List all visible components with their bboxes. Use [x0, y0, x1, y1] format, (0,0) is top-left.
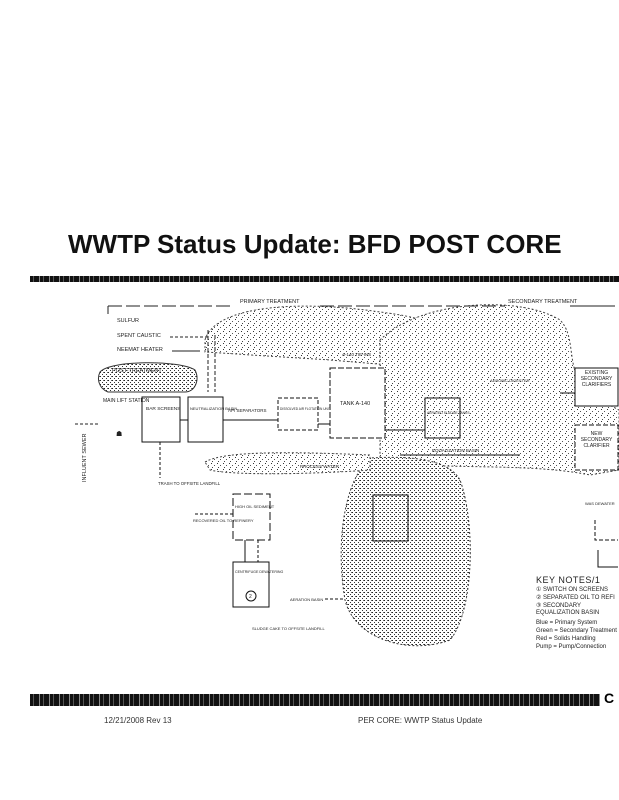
legend-text: Solids Handling: [553, 636, 596, 642]
unit-equalization: EQUALIZATION BASIN: [432, 448, 479, 453]
unit-tank: TANK A-140: [340, 401, 370, 407]
title-divider: [30, 276, 619, 282]
unit-aerobic: AEROBIC DIGESTER: [490, 378, 530, 383]
unit-daf: DISSOLVED AIR FLOTATION UNITS: [280, 407, 333, 411]
input-sulfur: SULFUR: [117, 318, 139, 324]
highlight-zone-post: [98, 362, 198, 393]
legend-text: Primary System: [554, 620, 598, 626]
footer-bar: [30, 694, 600, 706]
pump-icon: ☗: [116, 430, 122, 438]
box-aerated: [424, 397, 461, 439]
process-flow-diagram: PRIMARY TREATMENT SECONDARY TREATMENT SU…: [75, 299, 619, 647]
legend-text: Pump/Connection: [558, 644, 607, 650]
unit-neutralization: NEUTRALIZATION BASIN: [190, 406, 237, 411]
highlight-zone-lower: [204, 452, 371, 475]
unit-aeration: AERATION BASIN: [290, 597, 323, 602]
key-note-text: SECONDARY EQUALIZATION BASIN: [536, 603, 600, 616]
key-note-1: ① SWITCH ON SCREENS: [536, 587, 609, 593]
unit-process-water: PROCESS WATER: [300, 464, 340, 469]
key-note-text: SEPARATED OIL TO REFI: [543, 595, 615, 601]
box-tank: [329, 367, 386, 439]
box-new-clarifier: [574, 424, 619, 471]
key-note-2: ② SEPARATED OIL TO REFI: [536, 595, 615, 601]
section-primary: PRIMARY TREATMENT: [240, 299, 300, 305]
input-heater: NEEMAT HEATER: [117, 347, 163, 353]
box-high-oil: [232, 493, 271, 541]
unit-was: WAS DEWATER: [585, 501, 615, 506]
legend-row: Pump = Pump/Connection: [536, 644, 618, 651]
footer-logo-glyph: C: [604, 690, 615, 706]
legend-row: Red = Solids Handling: [536, 636, 618, 643]
box-bottom-unit: [372, 494, 409, 542]
unit-recovered-oil: RECOVERED OIL TO REFINERY: [193, 518, 254, 523]
legend-row: Green = Secondary Treatment: [536, 628, 618, 635]
footer-date: 12/21/2008 Rev 13: [104, 716, 172, 725]
slide-title: WWTP Status Update: BFD POST CORE: [68, 229, 562, 259]
key-notes-title: KEY NOTES/1: [536, 575, 601, 585]
key-note-3: ③ SECONDARY EQUALIZATION BASIN: [536, 603, 600, 616]
legend-swatch: Pump =: [536, 644, 557, 650]
unit-api: API SEPARATORS: [228, 408, 267, 413]
legend-swatch: Green =: [536, 628, 558, 634]
footer-center: PER CORE: WWTP Status Update: [358, 716, 483, 725]
note-marker-2: 2: [249, 594, 252, 600]
unit-new-clarifier: NEW SECONDARY CLARIFIER: [580, 431, 613, 449]
unit-trash: TRASH TO OFFSITE LANDFILL: [158, 481, 221, 486]
unit-high-oil: HIGH OIL SEDIMENT: [235, 504, 275, 509]
unit-tank-label: A-140 TIE-INS: [342, 352, 371, 357]
key-notes: KEY NOTES/1 ① SWITCH ON SCREENS ② SEPARA…: [536, 575, 618, 651]
unit-centrifuge: CENTRIFUGE DEWATERING: [235, 570, 284, 574]
unit-existing-clarifiers: EXISTING SECONDARY CLARIFIERS: [580, 370, 613, 388]
unit-bar-screens: BAR SCREENS: [146, 406, 180, 412]
box-daf: [277, 397, 319, 431]
input-spent-caustic: SPENT CAUSTIC: [117, 333, 161, 339]
box-neutralization: [187, 396, 224, 443]
box-centrifuge: [232, 561, 270, 608]
box-existing-clarifiers: [574, 367, 619, 407]
unit-lift-station: MAIN LIFT STATION: [103, 398, 150, 404]
influent-label: INFLUENT SEWER: [82, 433, 88, 482]
unit-aerated: AERATED SLUDGE TANKS: [427, 411, 470, 415]
legend-swatch: Red =: [536, 636, 553, 642]
post-treatment-label: POST-TREATMENT: [112, 368, 162, 374]
highlight-zone-bottom: [340, 456, 471, 647]
unit-sludge-cake: SLUDGE CAKE TO OFFSITE LANDFILL: [252, 626, 326, 631]
key-note-text: SWITCH ON SCREENS: [543, 587, 609, 593]
legend-text: Secondary Treatment: [559, 628, 617, 634]
legend-swatch: Blue =: [536, 620, 554, 626]
highlight-zone-right: [379, 304, 619, 476]
legend-row: Blue = Primary System: [536, 620, 618, 627]
section-secondary: SECONDARY TREATMENT: [508, 299, 578, 305]
